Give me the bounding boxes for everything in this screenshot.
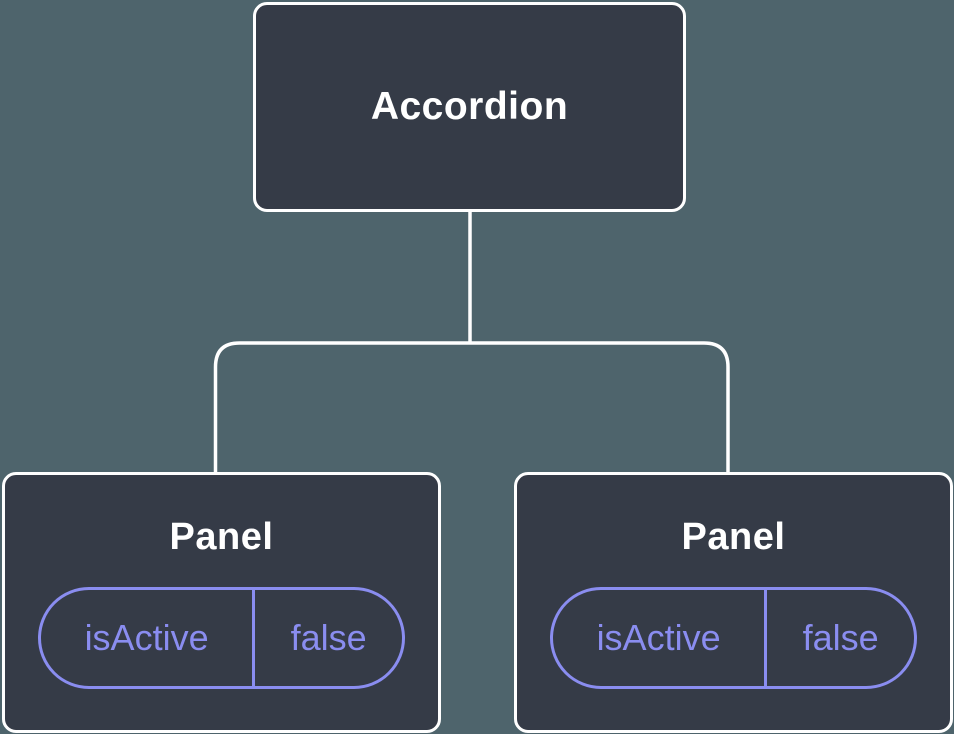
state-value: false bbox=[290, 617, 367, 658]
state-pill: isActive false bbox=[38, 587, 405, 689]
state-value: false bbox=[802, 617, 879, 658]
panel-node-left: Panel isActive false bbox=[2, 472, 441, 733]
state-pill: isActive false bbox=[550, 587, 917, 689]
panel-node-right: Panel isActive false bbox=[514, 472, 953, 733]
state-key: isActive bbox=[553, 590, 768, 686]
panel-node-label: Panel bbox=[169, 516, 274, 558]
panel-node-label: Panel bbox=[681, 516, 786, 558]
state-key: isActive bbox=[41, 590, 256, 686]
accordion-node-label: Accordion bbox=[370, 85, 569, 128]
branch-line bbox=[213, 341, 730, 473]
accordion-node: Accordion bbox=[253, 2, 686, 212]
